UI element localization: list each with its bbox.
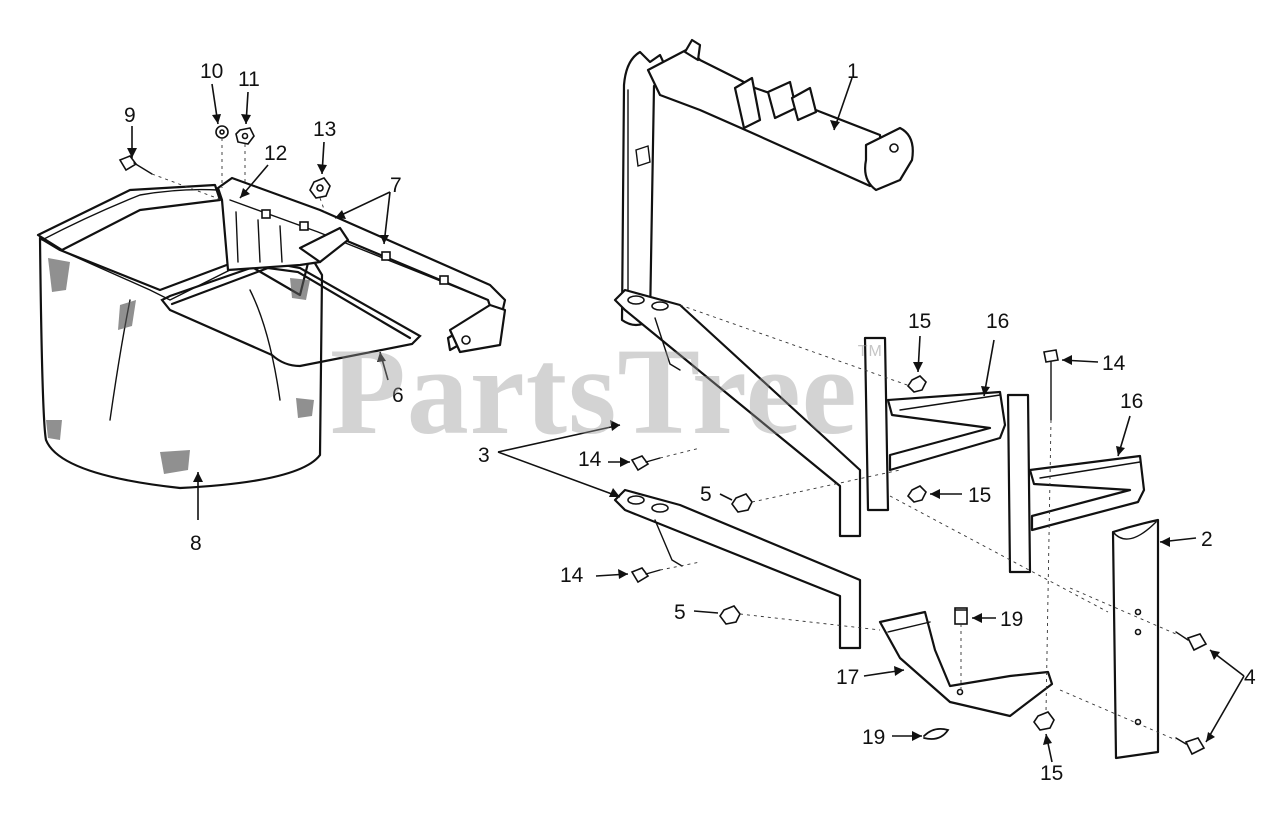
callout-6: 6 bbox=[392, 384, 404, 407]
leader-lines bbox=[127, 77, 1245, 763]
callout-3: 3 bbox=[478, 444, 490, 467]
part-15-nut-middle[interactable] bbox=[906, 485, 927, 503]
callout-1: 1 bbox=[847, 60, 859, 83]
part-1-frame-tube[interactable] bbox=[620, 38, 914, 327]
part-5-nut-upper[interactable] bbox=[731, 493, 753, 513]
callout-labels: 1 2 3 4 5 5 6 7 8 9 10 11 12 13 14 14 14… bbox=[124, 60, 1256, 785]
callout-11: 11 bbox=[238, 68, 260, 91]
part-13-nut[interactable] bbox=[309, 177, 331, 199]
callout-19-lower: 19 bbox=[862, 726, 885, 749]
part-15-nut-bottom[interactable] bbox=[1033, 711, 1055, 731]
callout-14-upper: 14 bbox=[578, 448, 602, 471]
part-10-washer[interactable] bbox=[215, 125, 229, 139]
callout-10: 10 bbox=[200, 60, 223, 83]
callout-9: 9 bbox=[124, 104, 136, 127]
part-16-mounting-bracket-left[interactable] bbox=[863, 336, 1007, 512]
callout-19-upper: 19 bbox=[1000, 608, 1023, 631]
part-6-bag-frame-rod[interactable] bbox=[160, 260, 422, 368]
callout-15-bottom: 15 bbox=[1040, 762, 1063, 785]
callout-8: 8 bbox=[190, 532, 202, 555]
watermark-trademark: TM bbox=[857, 343, 883, 360]
callout-16-right: 16 bbox=[1120, 390, 1143, 413]
part-7-bag-frame-adapter[interactable] bbox=[216, 176, 507, 354]
callout-13: 13 bbox=[313, 118, 336, 141]
part-14-bolt-right[interactable] bbox=[1043, 349, 1059, 421]
part-19-pin-upper[interactable] bbox=[954, 607, 968, 625]
watermark-text: PartsTree bbox=[330, 323, 858, 460]
callout-16-left: 16 bbox=[986, 310, 1009, 333]
part-15-nut-upper[interactable] bbox=[906, 375, 927, 393]
part-3-upper-support-bracket[interactable] bbox=[613, 288, 862, 538]
callout-15-middle: 15 bbox=[968, 484, 991, 507]
part-3-lower-support-bracket[interactable] bbox=[613, 488, 862, 650]
alignment-lines bbox=[151, 138, 1177, 741]
partstree-watermark: PartsTreeTM bbox=[330, 330, 883, 454]
callout-4: 4 bbox=[1244, 666, 1256, 689]
callout-5-upper: 5 bbox=[700, 483, 712, 506]
part-9-bolt[interactable] bbox=[118, 155, 153, 175]
part-14-bolt-lower[interactable] bbox=[630, 567, 661, 584]
callout-5-lower: 5 bbox=[674, 601, 686, 624]
part-4-bolts[interactable] bbox=[1175, 631, 1208, 756]
part-11-nut[interactable] bbox=[235, 127, 255, 145]
part-8-grass-bag[interactable] bbox=[36, 183, 324, 490]
part-14-bolt-upper[interactable] bbox=[630, 455, 661, 472]
callout-17: 17 bbox=[836, 666, 859, 689]
part-17-strap-bracket[interactable] bbox=[878, 610, 1054, 718]
callout-7: 7 bbox=[390, 174, 402, 197]
part-16-mounting-bracket-right[interactable] bbox=[1006, 393, 1146, 574]
callout-14-lower: 14 bbox=[560, 564, 584, 587]
callout-15-upper: 15 bbox=[908, 310, 931, 333]
part-19-clip-lower[interactable] bbox=[923, 727, 950, 740]
part-2-plate[interactable] bbox=[1111, 518, 1160, 760]
callout-2: 2 bbox=[1201, 528, 1213, 551]
callout-14-right: 14 bbox=[1102, 352, 1126, 375]
part-5-nut-lower[interactable] bbox=[719, 605, 741, 625]
callout-12: 12 bbox=[264, 142, 287, 165]
